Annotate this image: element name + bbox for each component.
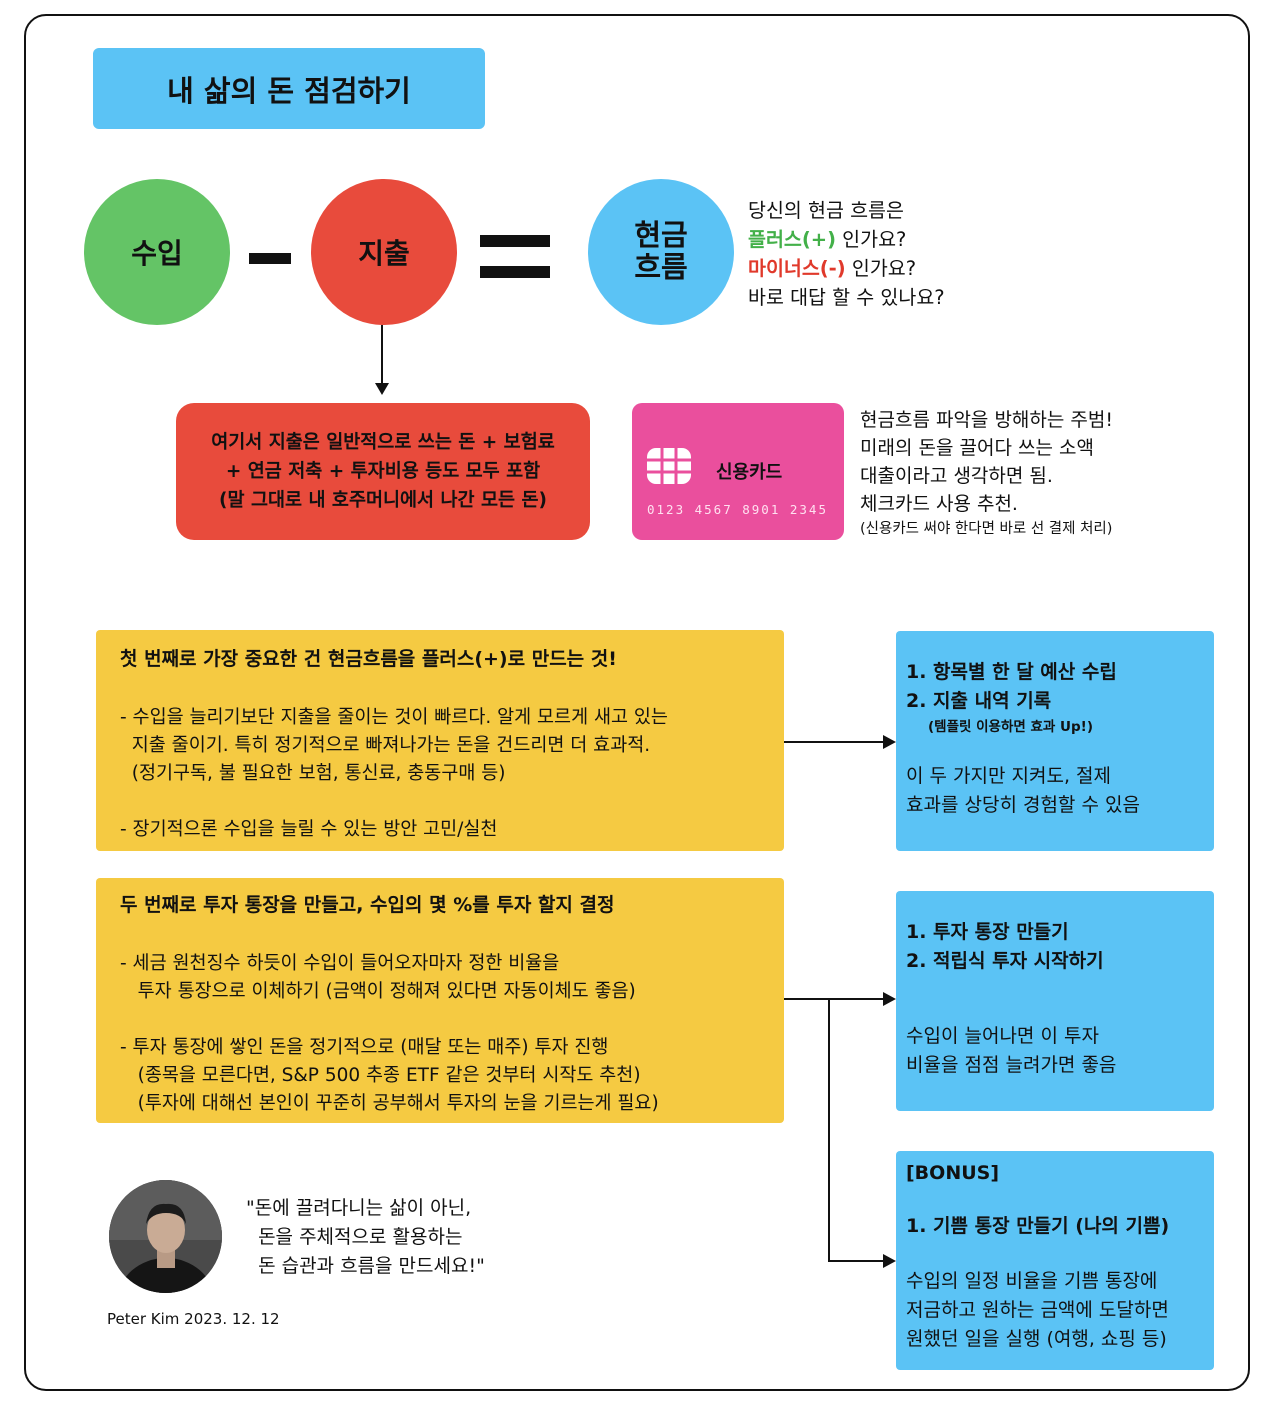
card-label: 신용카드 <box>716 462 783 483</box>
step2-action-body1: 수입이 늘어나면 이 투자 <box>906 1025 1099 1047</box>
question-line2: 플러스(+) 인가요? <box>748 225 945 254</box>
equals-sign-bottom <box>480 266 550 278</box>
cashflow-label-line1: 현금 <box>634 218 688 253</box>
bonus-tag: [BONUS] <box>906 1162 1000 1184</box>
plus-label: 플러스(+) <box>748 228 836 251</box>
expense-arrow-head <box>375 383 389 395</box>
question-line4: 바로 대답 할 수 있나요? <box>748 286 945 309</box>
outer-frame <box>24 14 1250 1391</box>
expense-circle: 지출 <box>311 179 457 325</box>
step2-action-item1: 1. 투자 통장 만들기 <box>906 921 1069 943</box>
credit-card-note: 현금흐름 파악을 방해하는 주범! 미래의 돈을 끌어다 쓰는 소액 대출이라고… <box>860 406 1113 540</box>
equals-sign-top <box>480 235 550 247</box>
step1-connector <box>784 741 884 743</box>
step1-action-note: (템플릿 이용하면 효과 Up!) <box>928 719 1094 735</box>
bonus-branch-line <box>828 998 830 1262</box>
question-line1: 당신의 현금 흐름은 <box>748 199 904 222</box>
card-chip-icon <box>647 448 691 484</box>
income-circle: 수입 <box>84 179 230 325</box>
step2-connector <box>784 998 884 1000</box>
card-note-small: (신용카드 써야 한다면 바로 선 결제 처리) <box>860 521 1113 537</box>
step2-box: 두 번째로 투자 통장을 만들고, 수입의 몇 %를 투자 할지 결정 - 세금… <box>96 878 784 1123</box>
step1-arrow-head <box>883 735 896 749</box>
card-note-line4: 체크카드 사용 추천. <box>860 493 1018 515</box>
cashflow-question: 당신의 현금 흐름은 플러스(+) 인가요? 마이너스(-) 인가요? 바로 대… <box>748 196 945 312</box>
step1-action-body1: 이 두 가지만 지켜도, 절제 <box>906 765 1111 787</box>
bonus-connector <box>828 1260 884 1262</box>
bonus-body2: 저금하고 원하는 금액에 도달하면 <box>906 1299 1169 1321</box>
step2-action-item2: 2. 적립식 투자 시작하기 <box>906 950 1104 972</box>
author-signature: Peter Kim 2023. 12. 12 <box>107 1310 280 1328</box>
cashflow-circle: 현금 흐름 <box>588 179 734 325</box>
cashflow-label-line2: 흐름 <box>634 250 688 284</box>
expense-note-line2: + 연금 저축 + 투자비용 등도 모두 포함 <box>225 461 541 482</box>
card-note-line3: 대출이라고 생각하면 됨. <box>860 465 1053 487</box>
credit-card: 신용카드 0123 4567 8901 2345 <box>632 403 844 540</box>
author-avatar <box>109 1180 222 1293</box>
page-title: 내 삶의 돈 점검하기 <box>93 48 485 129</box>
step2-body: - 세금 원천징수 하듯이 수입이 들어오자마자 정한 비율을 투자 통장으로 … <box>120 953 659 1114</box>
step2-action-box: 1. 투자 통장 만들기 2. 적립식 투자 시작하기 수입이 늘어나면 이 투… <box>896 891 1214 1111</box>
question-line3: 마이너스(-) 인가요? <box>748 254 945 283</box>
expense-arrow-line <box>381 325 383 385</box>
minus-suffix: 인가요? <box>845 257 917 280</box>
minus-label: 마이너스(-) <box>748 257 846 280</box>
step1-box: 첫 번째로 가장 중요한 건 현금흐름을 플러스(+)로 만드는 것! - 수입… <box>96 630 784 851</box>
expense-note-line3: (말 그대로 내 호주머니에서 나간 모든 돈) <box>219 490 547 511</box>
person-photo-icon <box>109 1180 222 1293</box>
step2-action-body2: 비율을 점점 늘려가면 좋음 <box>906 1054 1117 1076</box>
bonus-body1: 수입의 일정 비율을 기쁨 통장에 <box>906 1270 1158 1292</box>
step2-arrow-head <box>883 992 896 1006</box>
step1-body: - 수입을 늘리기보단 지출을 줄이는 것이 빠르다. 알게 모르게 새고 있는… <box>120 707 668 840</box>
step1-action-item1: 1. 항목별 한 달 예산 수립 <box>906 661 1117 683</box>
card-note-line2: 미래의 돈을 끌어다 쓰는 소액 <box>860 437 1094 459</box>
expense-note-line1: 여기서 지출은 일반적으로 쓰는 돈 + 보험료 <box>211 432 555 453</box>
minus-sign <box>249 253 291 264</box>
card-note-line1: 현금흐름 파악을 방해하는 주범! <box>860 409 1113 431</box>
bonus-arrow-head <box>883 1254 896 1268</box>
plus-suffix: 인가요? <box>835 228 907 251</box>
step1-heading: 첫 번째로 가장 중요한 건 현금흐름을 플러스(+)로 만드는 것! <box>120 648 617 670</box>
step2-heading: 두 번째로 투자 통장을 만들고, 수입의 몇 %를 투자 할지 결정 <box>120 894 615 916</box>
card-number: 0123 4567 8901 2345 <box>647 502 828 517</box>
bonus-box: [BONUS] 1. 기쁨 통장 만들기 (나의 기쁨) 수입의 일정 비율을 … <box>896 1151 1214 1370</box>
step1-action-box: 1. 항목별 한 달 예산 수립 2. 지출 내역 기록 (템플릿 이용하면 효… <box>896 631 1214 851</box>
quote-text: "돈에 끌려다니는 삶이 아닌, 돈을 주체적으로 활용하는 돈 습관과 흐름을… <box>246 1197 485 1277</box>
step1-action-item2: 2. 지출 내역 기록 <box>906 690 1052 712</box>
bonus-body3: 원했던 일을 실행 (여행, 쇼핑 등) <box>906 1328 1167 1350</box>
step1-action-body2: 효과를 상당히 경험할 수 있음 <box>906 794 1140 816</box>
expense-note-box: 여기서 지출은 일반적으로 쓰는 돈 + 보험료 + 연금 저축 + 투자비용 … <box>176 403 590 540</box>
bonus-item1: 1. 기쁨 통장 만들기 (나의 기쁨) <box>906 1215 1170 1237</box>
